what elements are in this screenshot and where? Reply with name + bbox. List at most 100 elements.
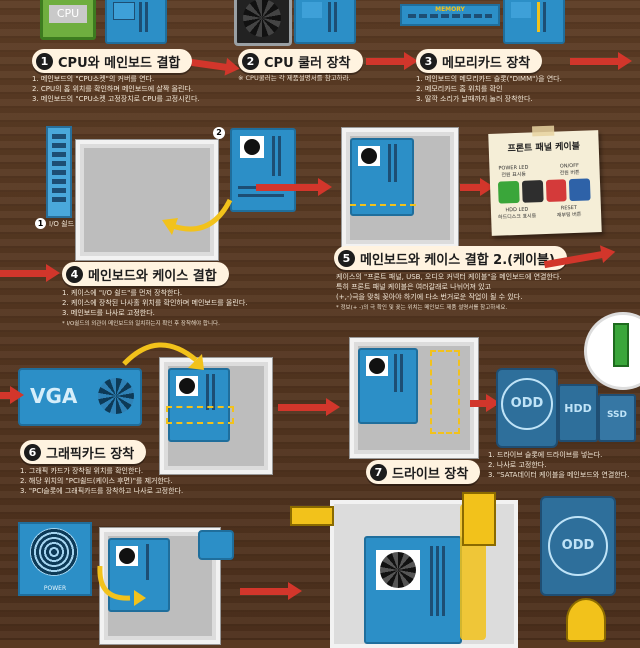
- step4-item: 2. 케이스에 장착된 나사홀 위치를 확인하며 메인보드를 올린다.: [62, 299, 248, 307]
- step7-number: 7: [370, 463, 387, 481]
- step2-number: 2: [242, 52, 259, 70]
- step6-item: 2. 해당 위치의 "PCI쉴드(케이스 후면)"를 제거한다.: [20, 477, 173, 485]
- step1-number: 1: [36, 52, 53, 70]
- cpu-chip: CPU: [40, 0, 96, 40]
- curved-arrow-step6: [122, 342, 204, 370]
- reset-sub: 재부팅 버튼: [556, 211, 582, 219]
- step5-item: 특히 프론트 패널 케이블은 여러갈래로 나뉘어져 있고: [336, 283, 492, 291]
- odd-drive-label: ODD: [501, 378, 553, 430]
- step3-title-pill: 3 메모리카드 장착: [416, 49, 543, 73]
- flow-arrow: [0, 264, 60, 282]
- step3-title: 메모리카드 장착: [442, 55, 531, 71]
- step3-item: 1. 메인보드의 메모리카드 슬롯("DIMM")을 연다.: [416, 75, 562, 83]
- cable-connector: [462, 492, 496, 546]
- flow-arrow: [460, 178, 494, 196]
- step1-instructions: 1. 메인보드의 "CPU소켓"의 커버를 연다. 2. CPU의 홈 위치를 …: [32, 74, 232, 104]
- step6-item: 1. 그래픽 카드가 장착될 위치를 확인한다.: [20, 467, 144, 475]
- cpu-chip-label: CPU: [49, 5, 87, 23]
- step7-title-pill: 7 드라이브 장착: [366, 460, 481, 484]
- power-supply: POWER: [18, 522, 92, 596]
- step1-item: 1. 메인보드의 "CPU소켓"의 커버를 연다.: [32, 75, 155, 83]
- flow-arrow: [278, 398, 340, 416]
- io-shield: [46, 126, 72, 218]
- hdd-led-sub: 하드디스크 표시등: [497, 213, 537, 221]
- motherboard-step2: [294, 0, 356, 44]
- motherboard-badge: 2: [213, 127, 225, 139]
- sticky-title: 프론트 패널 케이블: [507, 141, 581, 155]
- step1-title-pill: 1 CPU와 메인보드 결합: [32, 49, 193, 73]
- step5-instructions: 케이스의 "프론트 패널, USB, 오디오 커넥터 케이블"을 메인보드에 연…: [336, 272, 626, 302]
- step3-item: 3. 딸깍 소리가 날때까지 눌러 장착한다.: [416, 95, 533, 103]
- pc-case-step7: [350, 338, 478, 458]
- ssd-drive: SSD: [598, 394, 636, 442]
- step1-title: CPU와 메인보드 결합: [58, 55, 181, 71]
- sata-connector: [566, 598, 606, 642]
- step7-title: 드라이브 장착: [392, 466, 469, 482]
- step4-title-pill: 4 메인보드와 케이스 결합: [62, 262, 229, 286]
- step1-item: 2. CPU의 홈 위치를 확인하며 메인보드에 살짝 올린다.: [32, 85, 194, 93]
- hdd-led-label: HDD LED 하드디스크 표시등: [495, 206, 539, 221]
- step3-item: 2. 메모리카드 홈 위치를 확인: [416, 85, 503, 93]
- step4-title: 메인보드와 케이스 결합: [88, 268, 217, 284]
- curved-arrow-step4: [162, 198, 233, 235]
- step6-instructions: 1. 그래픽 카드가 장착될 위치를 확인한다. 2. 해당 위치의 "PCI쉴…: [20, 466, 250, 496]
- step6-number: 6: [24, 443, 41, 461]
- memory-module: MEMORY: [400, 4, 500, 26]
- step4-number: 4: [66, 265, 83, 283]
- pin-header: [497, 178, 591, 204]
- cooler-fan-icon: [380, 552, 416, 588]
- flow-arrow: [240, 582, 302, 600]
- step3-instructions: 1. 메인보드의 메모리카드 슬롯("DIMM")을 연다. 2. 메모리카드 …: [416, 74, 616, 104]
- power-led-sub: 전원 표시등: [501, 171, 527, 179]
- step7-instructions: 1. 드라이브 슬롯에 드라이브를 넣는다. 2. 나사로 고정한다. 3. "…: [488, 450, 638, 480]
- front-panel-sticky-note: 프론트 패널 케이블 POWER LED 전원 표시등 ON/OFF 전원 버튼…: [488, 125, 602, 236]
- pc-case-step5: [342, 128, 458, 248]
- hdd-drive: HDD: [558, 384, 598, 442]
- step5-number: 5: [338, 249, 355, 267]
- motherboard-step3: [503, 0, 565, 44]
- pc-case-step6: [160, 358, 272, 474]
- memory-chip-label: MEMORY: [435, 6, 465, 13]
- vga-label: VGA: [30, 384, 78, 408]
- hdd-drive-label: HDD: [564, 402, 592, 415]
- motherboard-step4: [230, 128, 296, 212]
- step5-title-pill: 5 메인보드와 케이스 결합 2.(케이블): [334, 246, 567, 270]
- io-shield-badge: 1: [35, 218, 46, 229]
- psu-label: POWER: [43, 585, 67, 592]
- step4-item: 1. 케이스에 "I/O 쉴드"를 먼저 장착한다.: [62, 289, 183, 297]
- step2-title-pill: 2 CPU 쿨러 장착: [238, 49, 363, 73]
- step6-title-pill: 6 그래픽카드 장착: [20, 440, 147, 464]
- ssd-drive-label: SSD: [606, 410, 628, 420]
- step4-note: * I/O쉴드의 외관이 메인보드와 일치하는지 확인 후 장착해야 합니다.: [62, 321, 220, 327]
- io-shield-label: I/O 쉴드: [49, 220, 75, 228]
- step7-item: 1. 드라이브 슬롯에 드라이브를 넣는다.: [488, 451, 603, 459]
- odd-drive: ODD: [496, 368, 558, 448]
- step5-item: (+,-)극을 맞춰 꽂아야 하기에 다소 번거로운 작업이 될 수 있다.: [336, 293, 523, 301]
- flow-arrow: [256, 178, 332, 196]
- odd-drive-final: ODD: [540, 496, 616, 596]
- step3-number: 3: [420, 52, 437, 70]
- step7-item: 2. 나사로 고정한다.: [488, 461, 547, 469]
- odd-drive-final-label: ODD: [548, 516, 608, 576]
- step6-item: 3. "PCI슬롯에 그래픽카드를 장착하고 나사로 고정한다.: [20, 487, 184, 495]
- psu-connector: [198, 530, 234, 560]
- step5-item: 케이스의 "프론트 패널, USB, 오디오 커넥터 케이블"을 메인보드에 연…: [336, 273, 562, 281]
- flow-arrow: [470, 394, 500, 412]
- reset-label: RESET 재부팅 버튼: [547, 204, 591, 219]
- step6-title: 그래픽카드 장착: [46, 446, 135, 462]
- cable-connector: [290, 506, 334, 526]
- step2-title: CPU 쿨러 장착: [264, 55, 351, 71]
- pc-case-step4: [76, 140, 218, 260]
- fan-icon: [243, 0, 281, 37]
- on-off-label: ON/OFF 전원 버튼: [549, 162, 589, 177]
- step4-instructions: 1. 케이스에 "I/O 쉴드"를 먼저 장착한다. 2. 케이스에 장착된 나…: [62, 288, 282, 318]
- step4-item: 3. 메인보드를 나사로 고정한다.: [62, 309, 155, 317]
- motherboard-step1: [105, 0, 167, 44]
- step5-title: 메인보드와 케이스 결합 2.(케이블): [360, 252, 555, 268]
- psu-fan-icon: [30, 528, 78, 576]
- step5-note: * 정보(+ -)의 극 확인 및 꽂는 위치는 메인보드 제품 설명서를 참고…: [336, 305, 508, 311]
- gpu-fan-icon: [98, 378, 134, 414]
- step1-item: 3. 메인보드의 "CPU소켓 고정장치로 CPU를 고정시킨다.: [32, 95, 200, 103]
- power-led-label: POWER LED 전원 표시등: [493, 164, 533, 179]
- cpu-cooler: [234, 0, 292, 46]
